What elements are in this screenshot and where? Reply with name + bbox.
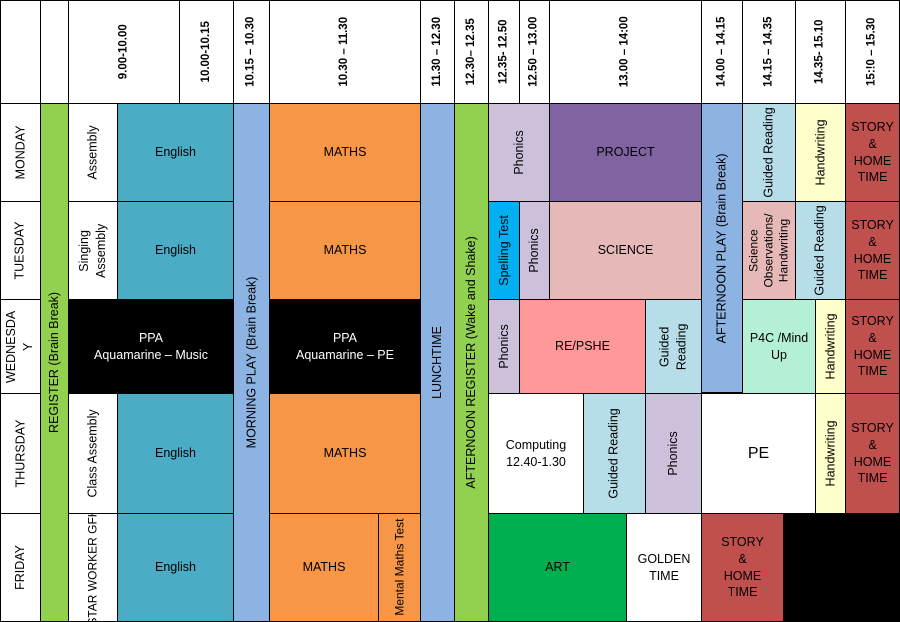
day-friday: FRIDAY — [0, 513, 41, 622]
afternoon-register-span: AFTERNOON REGISTER (Wake and Shake) — [454, 103, 489, 622]
header-14-00: 14.00 – 14.15 — [701, 0, 743, 104]
day-tuesday: TUESDAY — [0, 201, 41, 300]
thu-pe: PE — [701, 393, 816, 514]
header-10-15: 10.15 – 10.30 — [233, 0, 270, 104]
lunchtime-span: LUNCHTIME — [420, 103, 455, 622]
fri-art: ART — [488, 513, 627, 622]
wed-ppa-pm: PPA Aquamarine – PE — [269, 299, 421, 394]
mon-project: PROJECT — [549, 103, 702, 202]
header-15-10: 15:!0 – 15.30 — [845, 0, 900, 104]
tue-spelling-test: Spelling Test — [488, 201, 520, 300]
mon-handwriting: Handwriting — [795, 103, 846, 202]
mon-guided-reading: Guided Reading — [742, 103, 796, 202]
header-12-30: 12.30– 12.35 — [454, 0, 489, 104]
thu-phonics: Phonics — [645, 393, 702, 514]
header-11-30: 11.30 – 12.30 — [420, 0, 455, 104]
tue-guided-reading: Guided Reading — [795, 201, 846, 300]
mon-english: English — [117, 103, 234, 202]
header-13-00: 13.00 – 14:00 — [549, 0, 702, 104]
header-14-15: 14.15 – 14.35 — [742, 0, 796, 104]
wed-phonics: Phonics — [488, 299, 520, 394]
corner-cell — [0, 0, 41, 104]
day-monday: MONDAY — [0, 103, 41, 202]
fri-golden-time: GOLDEN TIME — [626, 513, 702, 622]
tue-science-observations: Science Observations/ Handwriting — [742, 201, 796, 300]
tue-maths: MATHS — [269, 201, 421, 300]
wed-story: STORY & HOME TIME — [845, 299, 900, 394]
day-thursday: THURSDAY — [0, 393, 41, 514]
register-header-cell — [40, 0, 69, 104]
thu-class-assembly: Class Assembly — [68, 393, 118, 514]
thu-english: English — [117, 393, 234, 514]
thu-guided-reading: Guided Reading — [583, 393, 646, 514]
tue-science: SCIENCE — [549, 201, 702, 300]
fri-english: English — [117, 513, 234, 622]
mon-maths: MATHS — [269, 103, 421, 202]
tue-phonics: Phonics — [519, 201, 550, 300]
wed-handwriting: Handwriting — [815, 299, 846, 394]
fri-mental-maths: Mental Maths Test — [378, 513, 421, 622]
fri-maths: MATHS — [269, 513, 379, 622]
thu-handwriting: Handwriting — [815, 393, 846, 514]
wed-p4c: P4C /Mind Up — [742, 299, 816, 394]
header-12-35: 12.35- 12.50 — [488, 0, 520, 104]
header-9-00: 9.00-10.00 — [68, 0, 180, 104]
wed-guided-reading: Guided Reading — [645, 299, 702, 394]
wed-ppa-am: PPA Aquamarine – Music — [68, 299, 234, 394]
day-wednesday: WEDNESDA Y — [0, 299, 41, 394]
tue-singing-assembly: Singing Assembly — [68, 201, 118, 300]
header-12-50: 12.50 – 13.00 — [519, 0, 550, 104]
thu-computing: Computing 12.40-1.30 — [488, 393, 584, 514]
morning-play-span: MORNING PLAY (Brain Break) — [233, 103, 270, 622]
header-14-35: 14.35- 15.10 — [795, 0, 846, 104]
mon-story: STORY & HOME TIME — [845, 103, 900, 202]
header-10-30: 10.30 – 11.30 — [269, 0, 421, 104]
afternoon-play-span: AFTERNOON PLAY (Brain Break) — [701, 103, 743, 393]
mon-assembly: Assembly — [68, 103, 118, 202]
tue-story: STORY & HOME TIME — [845, 201, 900, 300]
fri-blank-block — [783, 513, 900, 622]
thu-story: STORY & HOME TIME — [845, 393, 900, 514]
thu-maths: MATHS — [269, 393, 421, 514]
fri-star-worker: STAR WORKER GFH — [68, 513, 118, 622]
register-span: REGISTER (Brain Break) — [40, 103, 69, 622]
mon-phonics: Phonics — [488, 103, 550, 202]
header-10-00: 10.00-10.15 — [179, 0, 234, 104]
wed-re-pshe: RE/PSHE — [519, 299, 646, 394]
fri-story: STORY & HOME TIME — [701, 513, 784, 622]
tue-english: English — [117, 201, 234, 300]
